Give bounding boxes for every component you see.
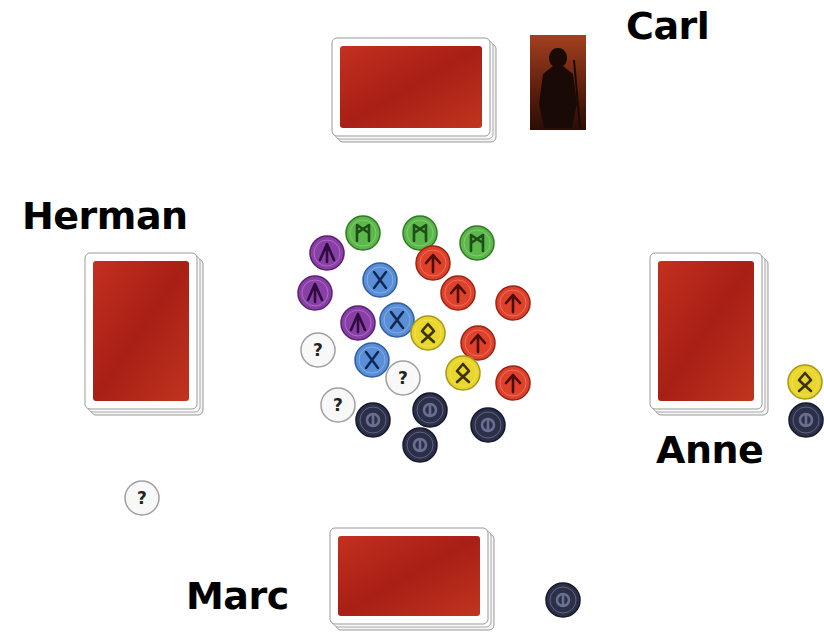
rune-token — [413, 393, 447, 427]
token-symbol: ? — [303, 340, 333, 360]
rune-token — [125, 481, 159, 515]
rune-token — [460, 226, 494, 260]
rune-token — [441, 276, 475, 310]
rune-token — [346, 216, 380, 250]
rune-token — [416, 246, 450, 280]
player-name: Marc — [186, 576, 289, 618]
rune-token — [355, 343, 389, 377]
rune-token — [789, 403, 823, 437]
rune-token — [788, 365, 822, 399]
card-deck — [330, 528, 494, 630]
rune-token — [411, 316, 445, 350]
rune-token — [380, 303, 414, 337]
rune-token — [496, 366, 530, 400]
rune-token — [301, 333, 335, 367]
player-name: Herman — [22, 196, 188, 238]
rune-token — [403, 216, 437, 250]
player-name: Carl — [626, 6, 709, 48]
rune-token — [546, 583, 580, 617]
rune-token — [471, 408, 505, 442]
rune-token — [356, 403, 390, 437]
rune-token — [461, 326, 495, 360]
token-symbol: ? — [127, 488, 157, 508]
rune-token — [321, 388, 355, 422]
token-symbol: ? — [388, 368, 418, 388]
rune-token — [386, 361, 420, 395]
rune-token — [496, 286, 530, 320]
rune-token — [310, 236, 344, 270]
rune-token — [298, 276, 332, 310]
card-deck — [332, 38, 496, 142]
rune-token — [446, 356, 480, 390]
card-deck — [650, 253, 768, 415]
rune-token — [341, 306, 375, 340]
rune-token — [363, 263, 397, 297]
rune-token — [403, 428, 437, 462]
card-deck — [85, 253, 203, 415]
character-portrait — [530, 35, 586, 130]
token-symbol: ? — [323, 395, 353, 415]
player-name: Anne — [656, 430, 763, 472]
